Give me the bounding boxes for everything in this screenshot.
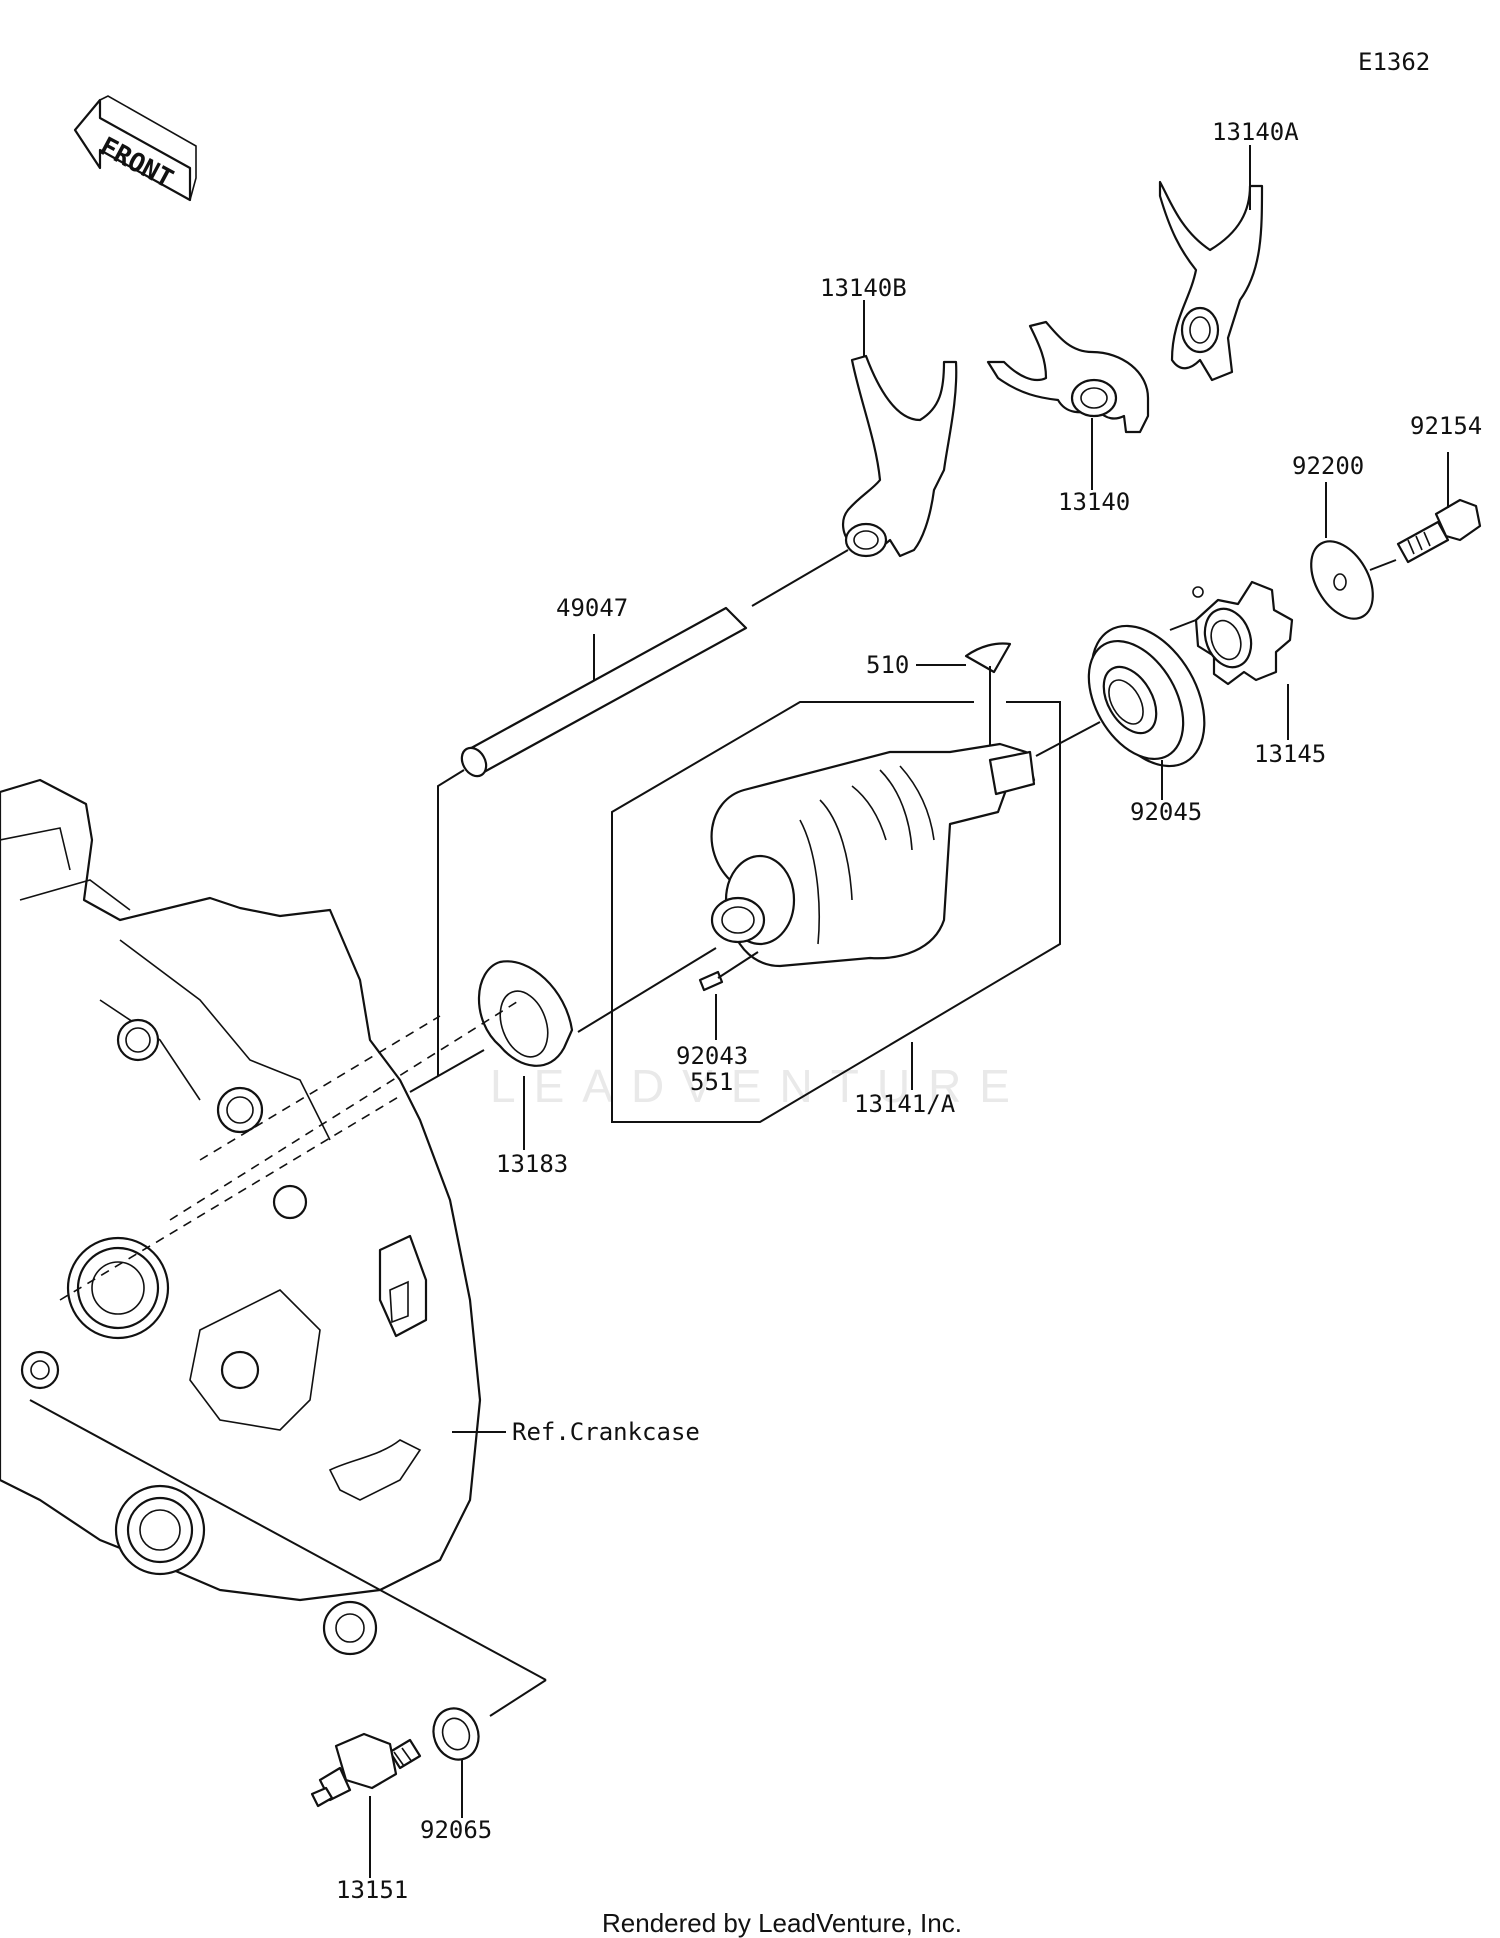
label-49047: 49047 [556, 594, 628, 622]
washer-92065[interactable] [426, 1702, 485, 1766]
shift-fork-13140B[interactable] [842, 354, 958, 558]
watermark-text: LEADVENTURE [490, 1060, 1028, 1112]
pin-92043[interactable] [698, 970, 724, 992]
leader-pin [717, 951, 759, 979]
shift-fork-13140A[interactable] [1158, 180, 1264, 382]
leader-plate-bearing [1169, 619, 1197, 631]
label-92154: 92154 [1410, 412, 1482, 440]
label-92045: 92045 [1130, 798, 1202, 826]
washer-92200[interactable] [1298, 531, 1385, 630]
front-arrow-icon: FRONT [73, 95, 197, 202]
shift-fork-13140[interactable] [986, 320, 1150, 434]
label-13140A: 13140A [1212, 118, 1299, 146]
leader-washer-bolt [1369, 559, 1397, 571]
position-plate-13145[interactable] [1192, 580, 1294, 686]
label-13183: 13183 [496, 1150, 568, 1178]
washer-13183[interactable] [477, 960, 574, 1067]
label-13151: 13151 [336, 1876, 408, 1904]
label-13140B: 13140B [820, 274, 907, 302]
diagram-code: E1362 [1358, 48, 1430, 76]
key-510[interactable] [964, 642, 1012, 674]
bolt-92154[interactable] [1396, 498, 1482, 564]
label-13141A: 13141/A [854, 1090, 956, 1118]
leader-shaft-fork [751, 549, 849, 607]
leader-case-washer [409, 1049, 485, 1093]
crankcase-outline [0, 778, 482, 1656]
neutral-switch-13151[interactable] [310, 1732, 422, 1808]
leader-shaft-case [437, 769, 465, 1076]
shift-fork-shaft-49047[interactable] [457, 606, 748, 780]
label-92043: 92043 [676, 1042, 748, 1070]
leader-washer-drum [577, 947, 717, 1033]
dashed-axis-1 [169, 999, 521, 1221]
label-92065: 92065 [420, 1816, 492, 1844]
label-13145: 13145 [1254, 740, 1326, 768]
label-92200: 92200 [1292, 452, 1364, 480]
dashed-axis-3 [59, 1095, 401, 1301]
leader-drum-bearing [1035, 721, 1101, 757]
footer-credit: Rendered by LeadVenture, Inc. [602, 1908, 962, 1938]
label-13140: 13140 [1058, 488, 1130, 516]
label-510: 510 [866, 651, 909, 679]
ref-crankcase-label: Ref.Crankcase [512, 1418, 700, 1446]
shift-drum-13141A[interactable] [710, 742, 1036, 968]
bearing-92045[interactable] [1068, 606, 1227, 786]
leader-lower-washer [489, 1679, 547, 1717]
label-551: 551 [690, 1068, 733, 1096]
leader-lower-case [29, 1399, 547, 1681]
